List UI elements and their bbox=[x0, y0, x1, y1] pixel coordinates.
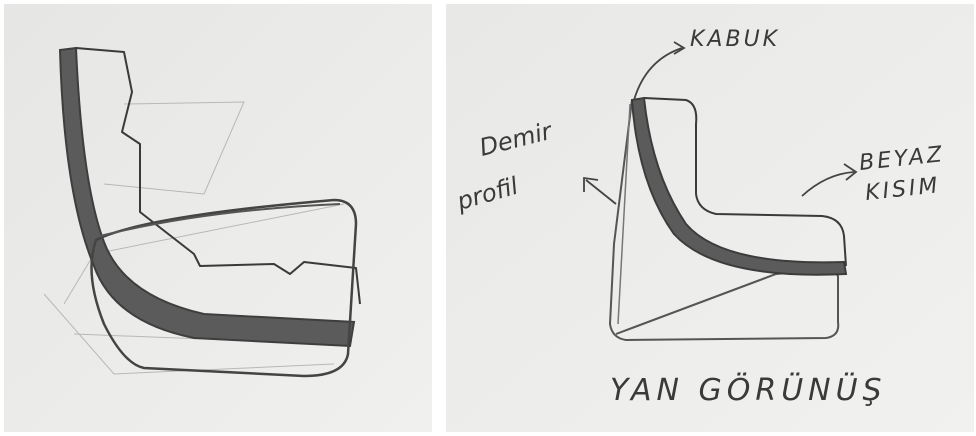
right-sketch-drawing: KABUK Demir profil BEYAZ KISIM YAN GÖRÜN… bbox=[446, 4, 974, 432]
right-sketch-photo: KABUK Demir profil BEYAZ KISIM YAN GÖRÜN… bbox=[446, 4, 974, 432]
label-kabuk: KABUK bbox=[690, 27, 780, 52]
left-sketch-drawing bbox=[4, 4, 432, 432]
left-sketch-photo bbox=[4, 4, 432, 432]
caption-yan-gorunus: YAN GÖRÜNÜŞ bbox=[610, 372, 887, 408]
paper-background bbox=[446, 4, 974, 432]
